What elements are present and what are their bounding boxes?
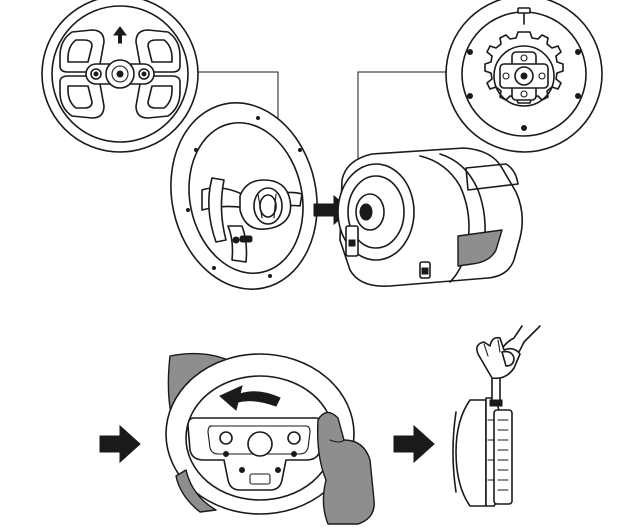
hand-top-thumb	[501, 350, 515, 367]
steering-wheel-rim	[170, 102, 318, 290]
panel-attach-wheel-to-base	[41, 0, 603, 290]
detail-circle-wheel-hub	[41, 0, 199, 153]
wheel-grip-shade	[175, 469, 217, 513]
panel-rotate-to-lock	[99, 352, 375, 525]
arrow-up-icon	[113, 26, 127, 44]
arrow-right-icon	[393, 424, 435, 464]
hand-top	[476, 336, 521, 380]
steering-wheel-front	[165, 353, 355, 515]
panel-tighten-screw	[393, 325, 541, 507]
arrow-right-icon	[99, 424, 141, 464]
wheel-base	[337, 147, 524, 287]
detail-circle-base-shaft	[445, 0, 603, 153]
wheel-side-view	[452, 397, 513, 507]
